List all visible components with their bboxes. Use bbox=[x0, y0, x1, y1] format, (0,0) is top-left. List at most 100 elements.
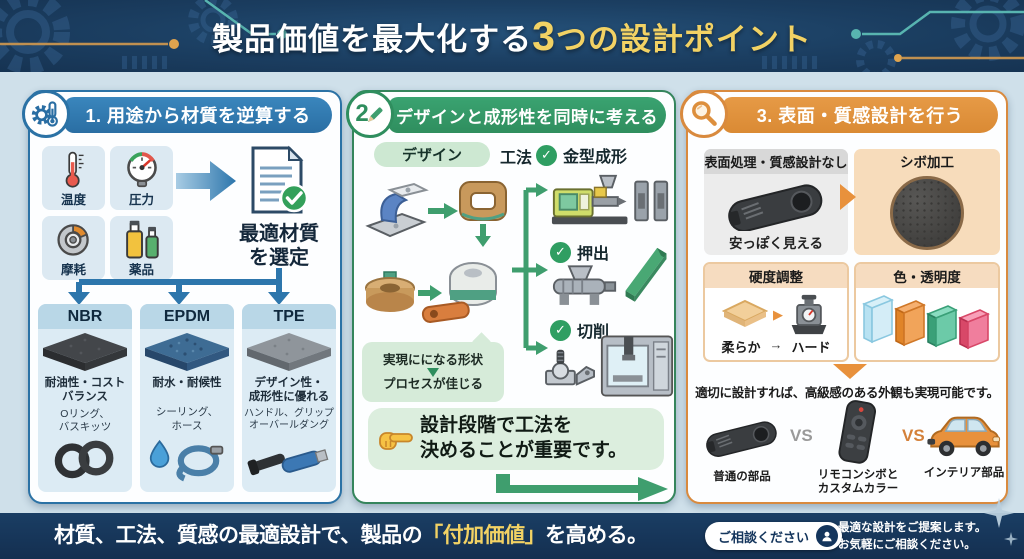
next-step-arrow bbox=[496, 474, 668, 501]
comparison-car: インテリア部品 bbox=[922, 408, 1006, 480]
bottom-bar: 材質、工法、質感の最適設計で、製品の「付加価値」を高める。 ご相談ください 最適… bbox=[0, 513, 1024, 559]
gear-thermometer-icon bbox=[31, 101, 58, 127]
condition-card-temperature: 温度 bbox=[42, 146, 105, 210]
card-color: 色・透明度 bbox=[854, 262, 1000, 362]
card-hardness-title: 硬度調整 bbox=[705, 264, 847, 288]
abrasion-disc-icon bbox=[56, 224, 89, 256]
statement-post: を高める。 bbox=[545, 524, 648, 547]
person-icon bbox=[816, 525, 839, 547]
pressure-gauge-icon bbox=[126, 152, 157, 188]
method-name: 金型成形 bbox=[563, 149, 628, 166]
top-banner: 製品価値を最大化する3つの設計ポイント bbox=[0, 0, 1024, 72]
comparison-label: リモコンシボと カスタムカラー bbox=[817, 469, 899, 496]
flow-connector bbox=[512, 183, 548, 355]
card-no-finish: 表面処理・質感設計なし 安っぽく見える bbox=[704, 149, 848, 255]
design-parts-illustration bbox=[365, 181, 507, 323]
panel-material: 1. 用途から材質を逆算する 温度 圧力 bbox=[22, 90, 342, 504]
page-title-main: 製品価値を最大化する bbox=[212, 21, 533, 57]
callout-text: 設計段階で工法を 決めることが重要です。 bbox=[420, 415, 628, 461]
document-check-icon bbox=[251, 145, 309, 214]
panel-process-header: デザインと成形性を同時に考える bbox=[388, 97, 666, 133]
condition-card-chemical: 薬品 bbox=[110, 216, 173, 280]
comparison-label: 普通の部品 bbox=[713, 471, 771, 483]
hardness-soft-label: 柔らか bbox=[721, 340, 761, 355]
o-rings-icon bbox=[54, 440, 114, 479]
condition-card-pressure: 圧力 bbox=[110, 146, 173, 210]
panel-material-header: 1. 用途から材質を逆算する bbox=[64, 97, 332, 133]
condition-label: 摩耗 bbox=[60, 263, 86, 277]
shape-process-bubble: 実現にになる形状 プロセスが佳じる bbox=[362, 342, 504, 402]
check-icon bbox=[550, 319, 571, 341]
hardness-arrow: → bbox=[769, 337, 783, 352]
condition-label: 温度 bbox=[60, 193, 86, 207]
method-name: 押出 bbox=[577, 246, 610, 263]
material-trait: デザイン性・ 成形性に優れる bbox=[248, 377, 330, 404]
page-title: 製品価値を最大化する3つの設計ポイント bbox=[212, 13, 812, 60]
footer-note: 最適な設計をご提案します。 お気軽にご相談ください。 bbox=[838, 522, 987, 551]
soft-to-hard-arrow-icon: ▶ bbox=[773, 307, 783, 322]
hardness-tester-image bbox=[791, 294, 827, 335]
method-extrusion: 押出 bbox=[550, 240, 609, 264]
material-name: EPDM bbox=[140, 304, 234, 329]
card-hardness: 硬度調整 ▶ 柔らか → ハード bbox=[703, 262, 849, 362]
extruder-illustration bbox=[552, 265, 617, 305]
texture-sample-image bbox=[890, 176, 964, 250]
page-title-accent: 3つの設計ポイント bbox=[532, 12, 812, 59]
plain-part-small-image bbox=[706, 421, 777, 457]
comparison-remote: リモコンシボと カスタムカラー bbox=[812, 400, 904, 497]
material-card-epdm: EPDM 耐水・耐候性 シーリング、 ホース bbox=[140, 304, 234, 492]
tpe-sheet-image bbox=[247, 333, 331, 371]
comparison-plain-part: 普通の部品 bbox=[694, 414, 790, 484]
material-card-nbr: NBR 耐油性・コスト バランス Oリング、 バスキッツ bbox=[38, 304, 132, 492]
material-uses: Oリング、 バスキッツ bbox=[58, 407, 112, 433]
bolt-grip-icon bbox=[247, 448, 329, 475]
consult-button[interactable]: ご相談ください bbox=[705, 522, 843, 550]
panel-surface-header: 3. 表面・質感設計を行う bbox=[722, 97, 998, 133]
card-no-finish-caption: 安っぽく見える bbox=[728, 236, 824, 251]
comparison-label: インテリア部品 bbox=[923, 467, 1005, 479]
down-arrow-icon bbox=[427, 367, 439, 377]
material-trait: 耐油性・コスト バランス bbox=[44, 377, 126, 404]
method-name: 切削 bbox=[577, 324, 610, 341]
pointing-finger-icon bbox=[379, 432, 413, 450]
panel-process: 2 デザインと成形性を同時に考える デザイン 工法 金型成形 bbox=[346, 90, 676, 504]
footer-statement: 材質、工法、質感の最適設計で、製品の「付加価値」を高める。 bbox=[54, 513, 648, 559]
process-badge-number: 2 bbox=[355, 100, 369, 127]
chemical-bottles-icon bbox=[125, 220, 159, 259]
branch-connector bbox=[68, 268, 290, 305]
material-name: TPE bbox=[242, 304, 336, 329]
card-no-finish-title: 表面処理・質感設計なし bbox=[704, 149, 848, 174]
result-down-arrow bbox=[833, 364, 867, 379]
nbr-sheet-image bbox=[43, 333, 127, 371]
method-cutting: 切削 bbox=[550, 318, 609, 342]
condition-label: 圧力 bbox=[128, 193, 154, 207]
thermometer-icon bbox=[65, 151, 84, 188]
cnc-machine-illustration bbox=[600, 335, 674, 397]
bubble-line1: 実現にになる形状 bbox=[382, 352, 483, 367]
method-molding: 金型成形 bbox=[536, 143, 627, 167]
design-label: デザイン bbox=[374, 142, 490, 167]
surface-badge bbox=[680, 90, 728, 138]
plain-part-image bbox=[728, 184, 823, 231]
pencil-icon bbox=[367, 107, 383, 122]
condition-label: 薬品 bbox=[128, 263, 154, 277]
material-uses: ハンドル、グリップ オーバールダング bbox=[244, 407, 334, 432]
transform-arrow bbox=[840, 184, 856, 210]
check-icon bbox=[550, 241, 571, 263]
extruded-profile-illustration bbox=[625, 247, 667, 302]
material-badge bbox=[22, 90, 70, 138]
result-text: 最適材質 を選定 bbox=[239, 223, 319, 269]
statement-accent: 「付加価値」 bbox=[422, 524, 546, 547]
surface-note: 適切に設計すれば、高級感のある外観も実現可能です。 bbox=[695, 386, 999, 400]
material-uses: シーリング、 ホース bbox=[155, 406, 219, 432]
panel-surface: 3. 表面・質感設計を行う 表面処理・質感設計なし 安っぽく見える シボ加工 硬… bbox=[680, 90, 1008, 504]
color-blocks-image bbox=[862, 295, 990, 350]
statement-pre: 材質、工法、質感の最適設計で、製品の bbox=[54, 524, 423, 547]
material-trait: 耐水・耐候性 bbox=[152, 377, 222, 389]
machined-parts-illustration bbox=[545, 349, 595, 386]
car-image bbox=[927, 416, 1001, 457]
hardness-hard-label: ハード bbox=[791, 340, 831, 355]
magnifier-icon bbox=[692, 101, 717, 126]
material-card-tpe: TPE デザイン性・ 成形性に優れる ハンドル、グリップ オーバールダング bbox=[242, 304, 336, 492]
soft-pad-image bbox=[722, 299, 768, 327]
